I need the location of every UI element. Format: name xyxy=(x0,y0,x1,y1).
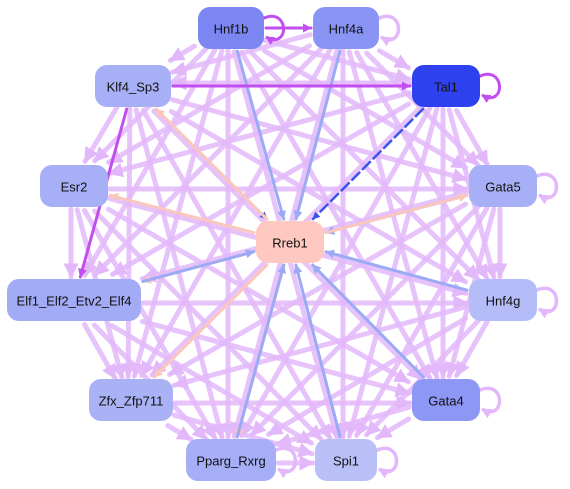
edge-tal1-to-rreb1 xyxy=(311,107,425,221)
edge-gata5-to-spi1 xyxy=(354,205,490,439)
node-box xyxy=(95,65,171,107)
self-loop-tal1 xyxy=(477,73,501,103)
node-label: Hnf1b xyxy=(214,22,249,37)
self-loop-pparg xyxy=(273,446,298,479)
node-label: Zfx_Zfp711 xyxy=(99,394,164,409)
node-box xyxy=(186,439,276,481)
node-elf[interactable]: Elf1_Elf2_Etv2_Elf4 xyxy=(7,279,141,321)
edge-rreb1-to-zfx xyxy=(152,263,269,379)
node-box xyxy=(198,7,264,49)
node-hnf4g[interactable]: Hnf4g xyxy=(469,279,537,321)
edge-gata5-to-zfx xyxy=(166,201,469,377)
node-hnf4a[interactable]: Hnf4a xyxy=(313,7,379,49)
edge-rreb1-to-esr2 xyxy=(108,193,256,235)
edge-hnf4g-to-zfx xyxy=(171,304,469,390)
edge-hnf4a-to-zfx xyxy=(139,46,333,378)
edge-klf4-to-esr2 xyxy=(82,104,120,164)
edge-gata5-to-pparg xyxy=(249,204,481,438)
self-loop-gata5 xyxy=(534,172,559,205)
self-loop-spi1 xyxy=(374,446,399,479)
self-loop-hnf1b xyxy=(261,15,285,45)
node-box xyxy=(412,65,480,107)
edge-hnf4g-to-pparg xyxy=(266,316,468,437)
node-label: Tal1 xyxy=(434,80,458,95)
edge-zfx-to-pparg xyxy=(165,423,194,443)
node-label: Esr2 xyxy=(61,180,88,195)
edge-hnf4g-to-rreb1 xyxy=(324,249,469,292)
edge-rreb1-to-gata5 xyxy=(324,193,469,235)
node-label: Pparg_Rxrg xyxy=(196,454,265,469)
node-esr2[interactable]: Esr2 xyxy=(40,165,108,207)
node-spi1[interactable]: Spi1 xyxy=(315,439,377,481)
edge-spi1-to-rreb1 xyxy=(293,263,342,439)
edge-hnf4g-to-gata4 xyxy=(454,319,490,379)
self-loop-gata4 xyxy=(477,386,502,419)
node-label: Rreb1 xyxy=(272,236,307,251)
node-label: Klf4_Sp3 xyxy=(107,80,160,95)
edge-klf4-to-hnf4g xyxy=(168,109,468,285)
node-rreb1[interactable]: Rreb1 xyxy=(256,221,324,263)
node-tal1[interactable]: Tal1 xyxy=(412,65,480,107)
edge-hnf4a-to-klf4 xyxy=(169,32,313,76)
edge-hnf1b-to-klf4 xyxy=(167,43,197,63)
edge-esr2-to-gata4 xyxy=(106,206,412,385)
node-klf4[interactable]: Klf4_Sp3 xyxy=(95,65,171,107)
self-loop-hnf4a xyxy=(376,14,401,47)
node-zfx[interactable]: Zfx_Zfp711 xyxy=(89,379,173,421)
node-box xyxy=(7,279,141,321)
node-label: Hnf4g xyxy=(486,294,521,309)
edge-gata4-to-pparg xyxy=(274,404,412,448)
self-loops xyxy=(261,14,559,479)
node-label: Gata5 xyxy=(485,180,520,195)
edge-tal1-to-gata5 xyxy=(454,107,490,167)
node-box xyxy=(412,379,480,421)
edge-elf-to-rreb1 xyxy=(141,249,256,283)
edge-elf-to-zfx xyxy=(82,321,118,381)
node-box xyxy=(469,279,537,321)
node-box xyxy=(89,379,173,421)
edge-hnf4a-to-tal1 xyxy=(376,48,411,71)
highlighted-edges xyxy=(78,23,469,439)
node-pparg[interactable]: Pparg_Rxrg xyxy=(186,439,276,481)
node-label: Elf1_Elf2_Etv2_Elf4 xyxy=(17,294,132,309)
edge-klf4-to-gata5 xyxy=(169,97,469,183)
edge-gata4-to-rreb1 xyxy=(311,263,425,379)
node-box xyxy=(469,165,537,207)
edge-rreb1-to-klf4 xyxy=(154,107,269,221)
node-box xyxy=(40,165,108,207)
node-label: Spi1 xyxy=(333,454,359,469)
self-loop-hnf4g xyxy=(534,286,559,319)
edge-gata4-to-spi1 xyxy=(374,416,411,441)
edge-pparg-to-rreb1 xyxy=(235,263,287,439)
node-label: Gata4 xyxy=(428,394,463,409)
node-label: Hnf4a xyxy=(329,22,364,37)
node-box xyxy=(256,221,324,263)
node-gata5[interactable]: Gata5 xyxy=(469,165,537,207)
edge-hnf1b-to-rreb1 xyxy=(235,49,286,221)
node-box xyxy=(315,439,377,481)
node-hnf1b[interactable]: Hnf1b xyxy=(198,7,264,49)
edge-hnf4a-to-esr2 xyxy=(105,43,312,165)
edge-hnf4a-to-rreb1 xyxy=(293,49,342,221)
node-gata4[interactable]: Gata4 xyxy=(412,379,480,421)
node-box xyxy=(313,7,379,49)
